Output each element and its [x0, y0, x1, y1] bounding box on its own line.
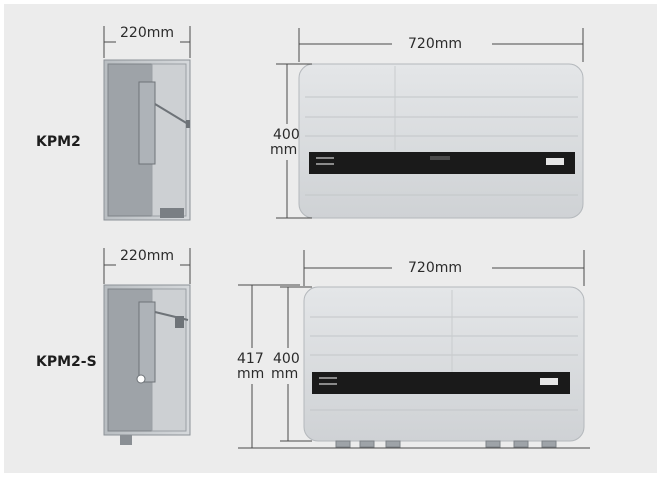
kpm2s-side-width-dimension — [103, 248, 191, 284]
kpm2s-side-view — [103, 284, 191, 445]
kpm2s-height-unit-label: mm — [271, 366, 299, 382]
kpm2-front-width-dimension — [298, 28, 584, 62]
kpm2-height-dimension — [276, 63, 312, 219]
kpm2s-height-dimension — [280, 286, 312, 442]
kpm2-side-width-dimension — [103, 26, 191, 58]
model-label-kpm2: KPM2 — [36, 134, 81, 150]
kpm2s-total-height-unit-label: mm — [237, 366, 265, 382]
kpm2-height-value-label: 400 — [273, 127, 300, 143]
kpm2s-height-value-label: 400 — [273, 351, 300, 367]
kpm2s-total-height-value-label: 417 — [237, 351, 264, 367]
kpm2-side-width-label: 220mm — [120, 25, 174, 41]
kpm2s-total-height-dimension — [238, 284, 590, 449]
kpm2-height-unit-label: mm — [270, 142, 298, 158]
model-label-kpm2s: KPM2-S — [36, 354, 97, 370]
kpm2-front-width-label: 720mm — [408, 36, 462, 52]
kpm2s-front-width-dimension — [303, 250, 585, 286]
kpm2s-front-view — [303, 286, 585, 448]
kpm2s-front-width-label: 720mm — [408, 260, 462, 276]
kpm2-front-view — [298, 63, 584, 219]
kpm2-side-view — [103, 59, 191, 221]
kpm2s-side-width-label: 220mm — [120, 248, 174, 264]
